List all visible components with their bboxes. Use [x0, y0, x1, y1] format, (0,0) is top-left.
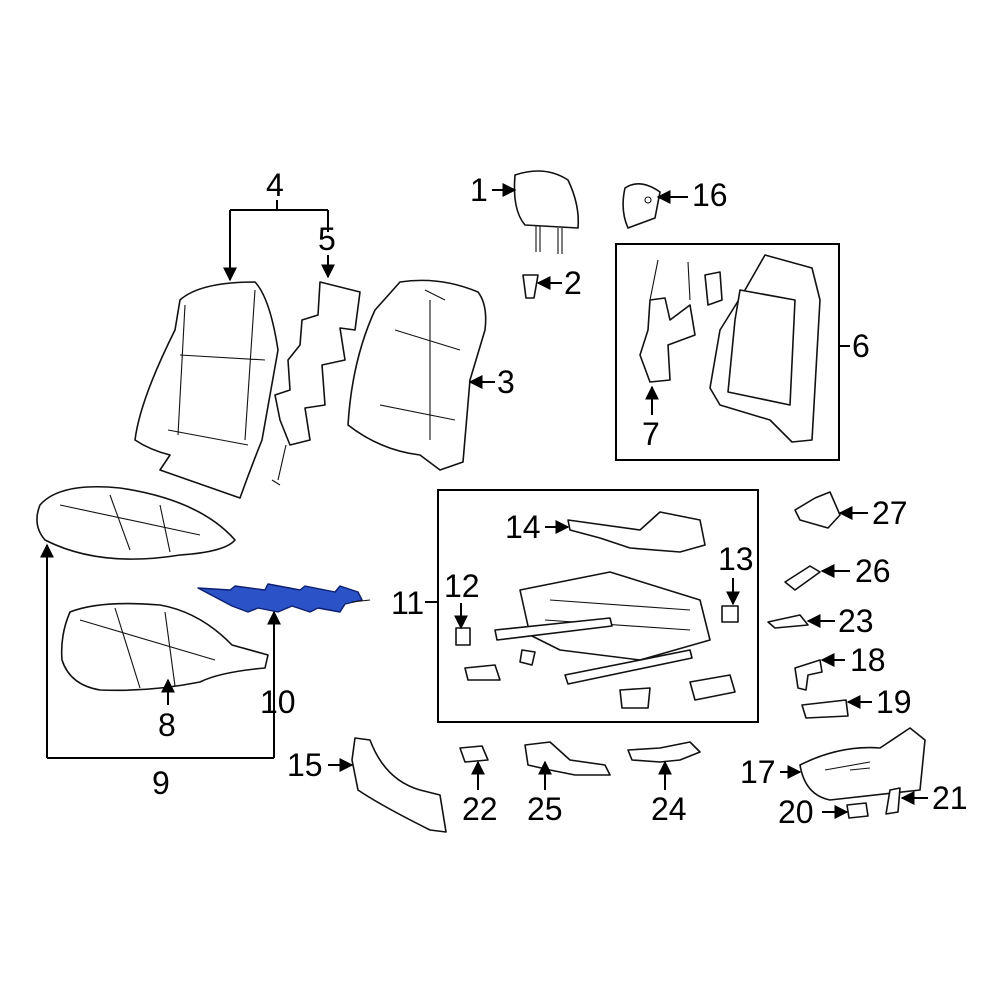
recliner-cover-cap[interactable] — [622, 183, 661, 229]
headrest-guide[interactable] — [522, 274, 539, 299]
switch-knob-20[interactable] — [846, 802, 869, 819]
bracket-22[interactable] — [459, 745, 489, 763]
seat-cushion-cover[interactable] — [36, 485, 236, 560]
callout-10: 10 — [260, 684, 296, 720]
callout-8: 8 — [158, 707, 176, 743]
callout-5: 5 — [318, 221, 336, 257]
seatback-cover[interactable] — [134, 281, 279, 499]
callout-19: 19 — [876, 684, 912, 720]
seatback-frame[interactable] — [709, 254, 821, 443]
recliner-motor[interactable] — [704, 271, 723, 306]
callout-24: 24 — [651, 791, 687, 827]
seatback-frame-box — [615, 243, 840, 461]
switch-knob-21[interactable] — [885, 787, 901, 815]
seat-track-rails[interactable] — [494, 617, 693, 685]
lumbar-support[interactable] — [639, 259, 696, 383]
bracket-24[interactable] — [627, 741, 701, 763]
track-bracket[interactable] — [455, 627, 471, 646]
seat-track-box — [437, 489, 759, 723]
clip-18[interactable] — [794, 659, 823, 691]
callout-2: 2 — [564, 265, 582, 301]
callout-22: 22 — [462, 791, 498, 827]
callout-16: 16 — [692, 177, 728, 213]
seat-frame-wire[interactable] — [567, 511, 706, 553]
seat-cushion-pad[interactable] — [60, 602, 269, 692]
bracket-25[interactable] — [524, 741, 611, 776]
callout-25: 25 — [527, 791, 563, 827]
bracket-19[interactable] — [801, 699, 849, 719]
callout-23: 23 — [838, 603, 874, 639]
callout-26: 26 — [855, 553, 891, 589]
seat-cushion-frame[interactable] — [519, 571, 711, 661]
callout-9: 9 — [152, 765, 170, 801]
callout-13: 13 — [718, 541, 754, 577]
side-shield-with-switches[interactable] — [799, 727, 926, 801]
callout-7: 7 — [642, 416, 660, 452]
callout-27: 27 — [872, 495, 908, 531]
seat-side-trim[interactable] — [351, 737, 447, 833]
callout-20: 20 — [778, 794, 814, 830]
trim-23[interactable] — [767, 614, 809, 629]
callout-12: 12 — [444, 568, 480, 604]
callout-17: 17 — [740, 754, 776, 790]
switch-26[interactable] — [784, 565, 821, 591]
callout-4: 4 — [266, 167, 284, 203]
cover-27[interactable] — [794, 491, 841, 529]
callout-6: 6 — [852, 328, 870, 364]
callout-14: 14 — [505, 509, 541, 545]
seat-cushion-heater-highlighted[interactable] — [197, 583, 371, 613]
callout-1: 1 — [470, 172, 488, 208]
seatback-pad[interactable] — [347, 279, 487, 471]
leader-lines — [40, 183, 928, 819]
callout-labels: 1 2 3 4 5 6 7 8 9 10 11 12 13 14 15 16 1… — [152, 167, 968, 830]
track-clip[interactable] — [721, 605, 739, 623]
headrest[interactable] — [513, 170, 580, 254]
track-motors[interactable] — [464, 649, 736, 709]
callout-11: 11 — [391, 585, 424, 621]
seatback-heater[interactable] — [271, 281, 361, 486]
callout-21: 21 — [932, 780, 968, 816]
callout-15: 15 — [287, 747, 323, 783]
callout-18: 18 — [850, 642, 886, 678]
callout-3: 3 — [497, 364, 515, 400]
